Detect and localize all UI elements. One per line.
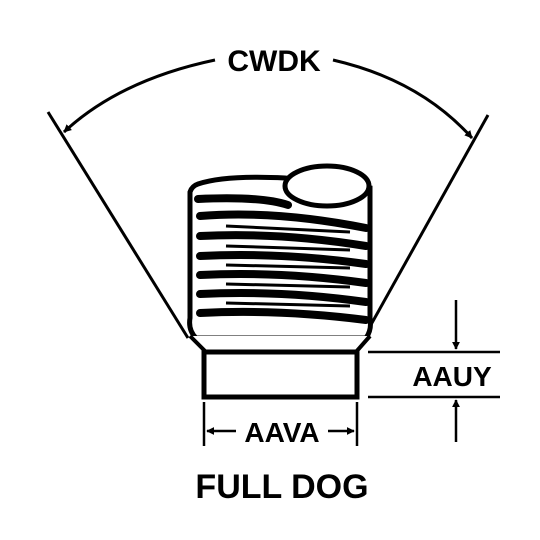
angle-extension-line-right [366, 114, 490, 331]
height-dimension [368, 300, 500, 442]
angle-dimension-label: CWDK [227, 45, 321, 78]
socket-end-ellipse [282, 163, 372, 209]
width-dimension-label: AAVA [244, 417, 319, 448]
thread-lines [194, 194, 370, 324]
angle-dimension-arc-left [62, 58, 216, 134]
angle-extension-line-left [46, 111, 190, 339]
dog-point [201, 349, 360, 400]
height-dimension-label: AAUY [412, 361, 492, 392]
width-dimension [202, 402, 359, 446]
diagram-caption: FULL DOG [195, 468, 368, 506]
threaded-body [187, 174, 373, 341]
angle-dimension-arc-right [332, 58, 474, 140]
